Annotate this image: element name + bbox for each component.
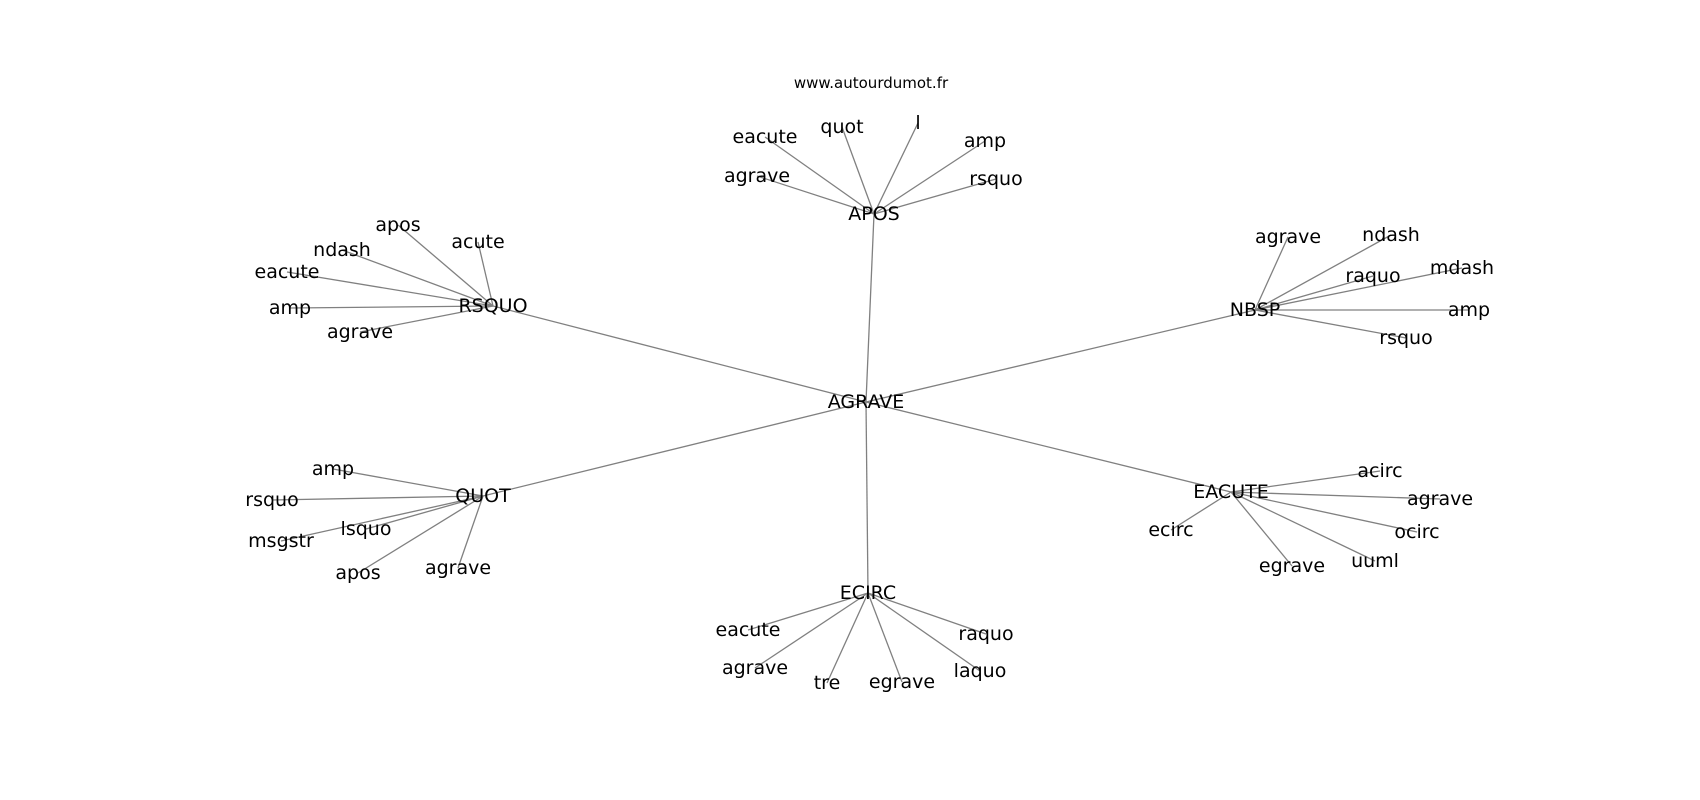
edge-rsquo-agrave xyxy=(359,305,494,333)
leaf-node-quot-amp: amp xyxy=(312,458,354,480)
leaf-node-quot-msgstr: msgstr xyxy=(248,530,314,552)
edge-ecirc-eacute xyxy=(747,592,869,631)
leaf-node-apos-rsquo: rsquo xyxy=(969,168,1022,190)
edge-center-ecirc xyxy=(865,401,869,594)
edge-rsquo-amp xyxy=(289,305,494,309)
edge-nbsp-rsquo xyxy=(1254,309,1407,339)
edge-eacute-acirc xyxy=(1230,470,1381,493)
leaf-node-rsquo-amp: amp xyxy=(269,297,311,319)
edge-quot-amp xyxy=(332,468,484,497)
edge-apos-amp xyxy=(873,140,986,215)
edge-quot-agrave xyxy=(457,495,484,569)
center-node-label: AGRAVE xyxy=(828,391,905,413)
edge-quot-apos xyxy=(357,495,484,574)
source-watermark: www.autourdumot.fr xyxy=(794,74,949,92)
edge-nbsp-mdash xyxy=(1254,267,1463,311)
leaf-node-quot-apos: apos xyxy=(335,562,380,584)
leaf-node-nbsp-rsquo: rsquo xyxy=(1379,327,1432,349)
edge-eacute-ecirc xyxy=(1170,491,1232,531)
leaf-node-ecirc-agrave: agrave xyxy=(722,657,788,679)
edge-eacute-agrave xyxy=(1230,491,1441,500)
edge-center-quot xyxy=(482,401,867,497)
leaf-node-rsquo-ndash: ndash xyxy=(313,239,371,261)
edge-quot-msgstr xyxy=(280,495,484,542)
leaf-node-eacute-ecirc: ecirc xyxy=(1148,519,1193,541)
edge-eacute-ocirc xyxy=(1230,491,1418,533)
labels-layer: www.autourdumot.fr AGRAVE APOS eacute quot l… xyxy=(245,74,1494,694)
hub-node-ecirc: ECIRC xyxy=(840,582,896,604)
edge-quot-lsquo xyxy=(365,495,484,530)
edge-apos-l xyxy=(873,122,919,215)
leaf-node-eacute-uuml: uuml xyxy=(1351,550,1399,572)
hub-node-rsquo: RSQUO xyxy=(458,295,527,317)
edge-ecirc-tre xyxy=(826,592,869,684)
leaf-node-apos-eacute: eacute xyxy=(733,126,798,148)
edge-rsquo-acute xyxy=(477,241,494,307)
leaf-node-rsquo-agrave: agrave xyxy=(327,321,393,343)
leaf-node-eacute-acirc: acirc xyxy=(1357,460,1402,482)
leaf-node-nbsp-ndash: ndash xyxy=(1362,224,1420,246)
edge-ecirc-egrave xyxy=(867,592,903,683)
leaf-node-rsquo-acute: acute xyxy=(451,231,504,253)
edge-apos-agrave xyxy=(756,175,875,215)
hub-node-nbsp: NBSP xyxy=(1230,299,1280,321)
edge-nbsp-ndash xyxy=(1254,234,1392,311)
leaf-node-eacute-ocirc: ocirc xyxy=(1394,521,1439,543)
leaf-node-ecirc-laquo: laquo xyxy=(954,660,1007,682)
leaf-node-quot-agrave: agrave xyxy=(425,557,491,579)
leaf-node-apos-amp: amp xyxy=(964,130,1006,152)
edge-nbsp-raquo xyxy=(1254,275,1374,311)
edge-apos-eacute xyxy=(764,136,875,215)
leaf-node-rsquo-apos: apos xyxy=(375,214,420,236)
edge-eacute-egrave xyxy=(1230,491,1293,567)
edge-apos-quot xyxy=(841,126,875,215)
edge-center-apos xyxy=(865,213,875,403)
leaf-node-apos-l: l xyxy=(915,112,920,134)
edge-ecirc-laquo xyxy=(867,592,981,672)
edge-quot-rsquo xyxy=(271,495,484,501)
leaf-node-nbsp-agrave: agrave xyxy=(1255,226,1321,248)
leaf-node-apos-agrave: agrave xyxy=(724,165,790,187)
edge-center-rsquo xyxy=(492,305,867,403)
edge-rsquo-ndash xyxy=(341,249,494,307)
edge-ecirc-agrave xyxy=(754,592,869,669)
leaf-node-ecirc-egrave: egrave xyxy=(869,671,935,693)
hub-node-eacute: EACUTE xyxy=(1193,481,1268,503)
edge-ecirc-raquo xyxy=(867,592,987,635)
leaf-node-ecirc-raquo: raquo xyxy=(958,623,1013,645)
leaf-node-eacute-agrave: agrave xyxy=(1407,488,1473,510)
leaf-node-nbsp-mdash: mdash xyxy=(1430,257,1494,279)
edge-rsquo-eacute xyxy=(286,271,494,307)
edge-center-eacute xyxy=(865,401,1232,493)
leaf-node-nbsp-amp: amp xyxy=(1448,299,1490,321)
hub-node-quot: QUOT xyxy=(455,485,511,507)
edge-apos-rsquo xyxy=(873,178,997,215)
leaf-node-quot-lsquo: lsquo xyxy=(341,518,392,540)
hub-node-apos: APOS xyxy=(848,203,899,225)
edge-nbsp-agrave xyxy=(1254,236,1289,311)
leaf-node-eacute-egrave: egrave xyxy=(1259,555,1325,577)
leaf-node-quot-rsquo: rsquo xyxy=(245,489,298,511)
edge-rsquo-apos xyxy=(397,224,494,307)
leaf-node-ecirc-eacute: eacute xyxy=(716,619,781,641)
leaf-node-apos-quot: quot xyxy=(820,116,863,138)
leaf-node-nbsp-raquo: raquo xyxy=(1345,265,1400,287)
edge-center-nbsp xyxy=(865,309,1256,403)
leaf-node-rsquo-eacute: eacute xyxy=(255,261,320,283)
edge-eacute-uuml xyxy=(1230,491,1376,562)
edges-layer xyxy=(271,122,1469,684)
leaf-node-ecirc-tre: tre xyxy=(814,672,841,694)
